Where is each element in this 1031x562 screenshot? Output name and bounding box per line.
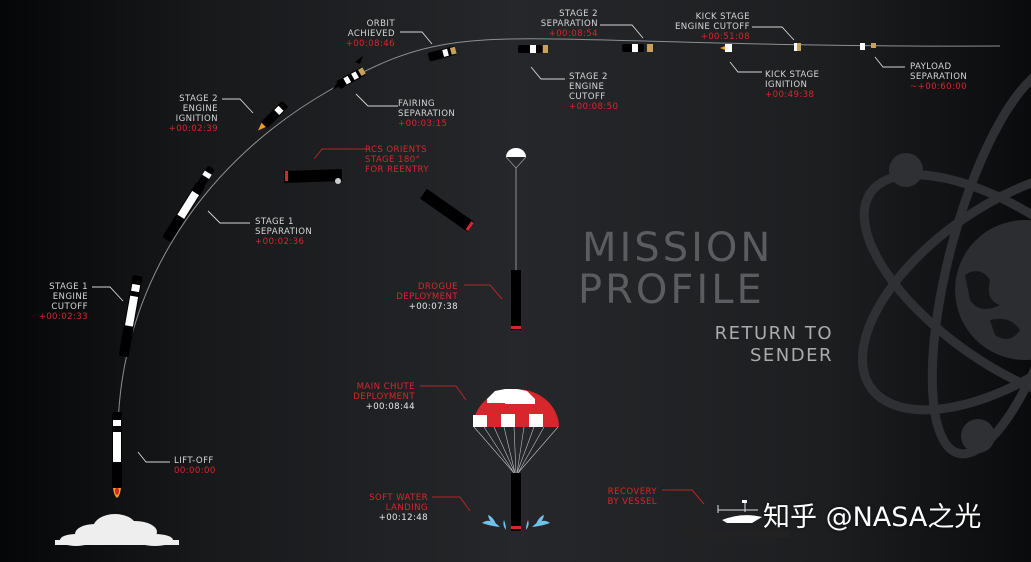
atom-earth-emblem-icon [857, 61, 1031, 459]
recovery-vessel-icon [680, 500, 790, 537]
rocket-fairing-separation-icon [336, 67, 366, 89]
rocket-stage2-cutoff-icon [518, 45, 548, 53]
label-soft-water-landing: SOFT WATER LANDING +00:12:48 [369, 493, 428, 523]
main-chute-icon [473, 389, 559, 531]
water-splash-icon [482, 515, 550, 530]
title-line2: PROFILE [578, 267, 765, 313]
launch-cloud-icon [55, 514, 179, 546]
label-recovery-by-vessel: RECOVERY BY VESSEL [607, 487, 657, 507]
label-orbit-achieved: ORBIT ACHIEVED +00:08:46 [345, 19, 395, 49]
rocket-stage1-separation-icon [162, 166, 215, 242]
subtitle: RETURN TO SENDER [714, 323, 833, 366]
label-payload-separation: PAYLOAD SEPARATION ~+00:60:00 [910, 62, 968, 92]
label-kick-stage-engine-cutoff: KICK STAGE ENGINE CUTOFF +00:51:08 [674, 12, 750, 42]
earth-icon [955, 220, 1031, 360]
label-stage1-separation: STAGE 1 SEPARATION +00:02:36 [255, 217, 313, 247]
watermark: 知乎 @NASA之光 [763, 502, 982, 533]
kick-stage-cutoff-icon [794, 43, 801, 51]
payload-icon [860, 43, 876, 50]
label-drogue-deployment: DROGUE DEPLOYMENT +00:07:38 [396, 282, 458, 312]
label-main-chute-deployment: MAIN CHUTE DEPLOYMENT +00:08:44 [353, 382, 415, 412]
leader-lines [92, 24, 905, 463]
kick-stage-ignition-icon [720, 44, 732, 52]
label-liftoff: LIFT-OFF 00:00:00 [174, 456, 216, 476]
title-line1: MISSION [582, 225, 774, 271]
rocket-on-pad-icon [112, 412, 122, 488]
drogue-chute-icon [505, 148, 527, 330]
label-rcs-orients: RCS ORIENTS STAGE 180° FOR REENTRY [365, 145, 429, 175]
label-stage2-engine-ignition: STAGE 2 ENGINE IGNITION +00:02:39 [168, 94, 218, 134]
label-stage2-separation: STAGE 2 SEPARATION +00:08:54 [540, 9, 598, 39]
rocket-orbit-achieved-icon [427, 46, 457, 62]
rocket-stage1-cutoff-icon [118, 275, 143, 357]
rocket-stage2-separation-icon [622, 44, 653, 52]
label-stage2-engine-cutoff: STAGE 2 ENGINE CUTOFF +00:08:50 [569, 72, 619, 112]
label-fairing-separation: FAIRING SEPARATION +00:03:15 [398, 99, 456, 129]
stage-rcs-orient-icon [283, 168, 343, 184]
stage-reentry-icon [420, 188, 475, 232]
label-kick-stage-ignition: KICK STAGE IGNITION +00:49:38 [765, 70, 820, 100]
rocket-stage2-ignition-icon [258, 101, 288, 131]
label-stage1-engine-cutoff: STAGE 1 ENGINE CUTOFF +00:02:33 [38, 282, 88, 322]
